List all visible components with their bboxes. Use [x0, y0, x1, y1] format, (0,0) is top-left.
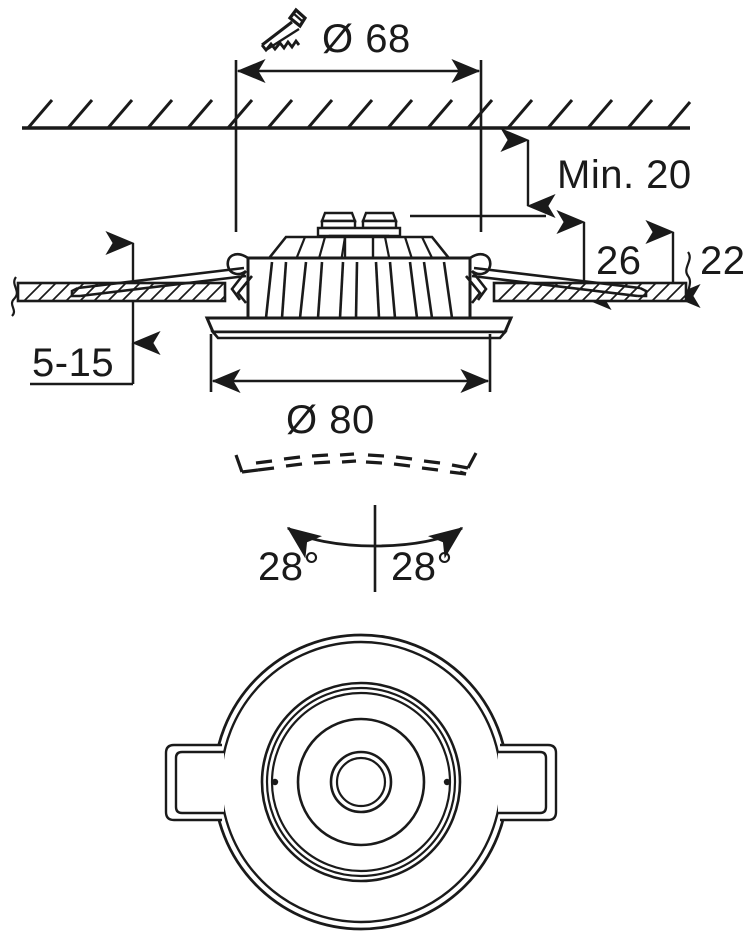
- screw-dot-right: [443, 778, 451, 786]
- structure-ceiling-line: [22, 99, 692, 130]
- ceiling-thickness-label: 5-15: [32, 341, 114, 385]
- recess-depth-label: 26: [596, 239, 642, 283]
- min-clearance-dimension: [410, 128, 556, 218]
- cutout-diameter-label: Ø 68: [322, 17, 411, 61]
- min-clearance-label: Min. 20: [557, 153, 692, 197]
- cutout-dimension-line: [234, 59, 483, 232]
- tilt-range-indicator: [234, 452, 478, 476]
- tilt-angle-indicator: [286, 505, 464, 592]
- outer-diameter-label: Ø 80: [286, 398, 375, 442]
- outer-diameter-dimension: [209, 334, 492, 393]
- luminaire-section: [70, 211, 648, 340]
- tilt-angle-right-label: 28°: [391, 545, 453, 589]
- tilt-angle-left-label: 28°: [258, 545, 320, 589]
- saw-icon: [260, 7, 308, 53]
- bottom-plan-view: [164, 633, 558, 931]
- ceiling-thickness-dimension: [30, 231, 161, 386]
- screw-dot-left: [271, 778, 279, 786]
- body-height-label: 22: [700, 239, 746, 283]
